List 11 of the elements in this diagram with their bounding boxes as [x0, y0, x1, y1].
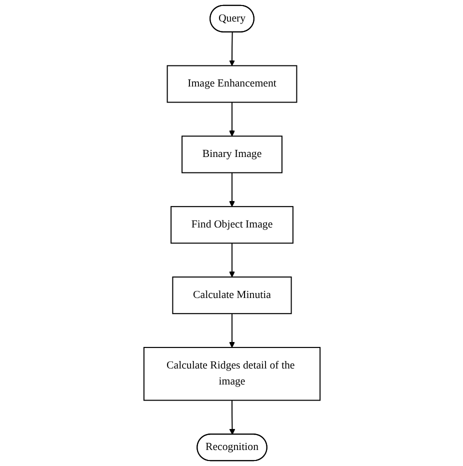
node-box: Calculate Ridges detail of the image	[142, 346, 320, 401]
node-box: Find Object Image	[170, 206, 293, 244]
node-box: Calculate Minutia	[172, 276, 292, 314]
arrow	[228, 314, 234, 348]
arrow	[228, 243, 234, 278]
arrow	[228, 172, 234, 207]
arrow	[228, 400, 235, 435]
node-box: Binary Image	[181, 136, 282, 174]
arrow	[228, 32, 234, 66]
node-box: Image Enhancement	[166, 65, 297, 103]
arrow	[228, 102, 234, 136]
